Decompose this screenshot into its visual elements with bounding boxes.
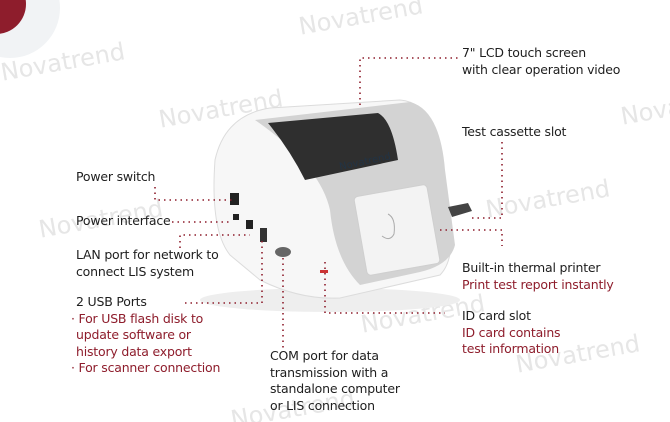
lcd-screen	[268, 113, 398, 180]
callout-printer: Built-in thermal printer Print test repo…	[462, 260, 614, 293]
callout-cassette: Test cassette slot	[462, 124, 567, 139]
text: 7" LCD touch screen	[462, 45, 586, 60]
cassette-slot	[448, 203, 472, 217]
callout-power-interface: Power interface	[76, 213, 171, 228]
text: test information	[462, 341, 559, 356]
leader-lines	[154, 57, 503, 348]
decor-red-circle	[0, 0, 26, 34]
text: standalone computer	[270, 381, 400, 396]
text: or LIS connection	[270, 397, 375, 413]
text: For scanner connection	[78, 360, 221, 375]
text: Print test report instantly	[462, 276, 614, 292]
callout-id-card: ID card slot ID card contains test infor…	[462, 308, 561, 358]
usb-ports	[260, 228, 267, 242]
callout-power-switch: Power switch	[76, 169, 156, 184]
lan-port	[246, 220, 253, 229]
text: COM port for data	[270, 348, 379, 363]
text: ID card contains	[462, 324, 561, 340]
text: 2 USB Ports	[76, 294, 147, 309]
power-switch-port	[230, 193, 239, 205]
text: with clear operation video	[462, 61, 621, 77]
text: connect LIS system	[76, 263, 194, 279]
printer	[353, 184, 441, 276]
text: Built-in thermal printer	[462, 260, 601, 275]
callout-lan: LAN port for network to connect LIS syst…	[76, 247, 219, 280]
text: LAN port for network to	[76, 247, 219, 262]
callout-com: COM port for data transmission with a st…	[270, 348, 400, 414]
text: update software or	[76, 327, 191, 342]
text: For USB flash disk to	[78, 310, 204, 326]
text: transmission with a	[270, 364, 389, 380]
text: ID card slot	[462, 308, 531, 323]
callout-screen: 7" LCD touch screen with clear operation…	[462, 45, 620, 78]
com-port	[275, 247, 291, 257]
text: history data export	[76, 343, 192, 359]
callout-usb: 2 USB Ports · For USB flash disk to upda…	[71, 294, 221, 375]
